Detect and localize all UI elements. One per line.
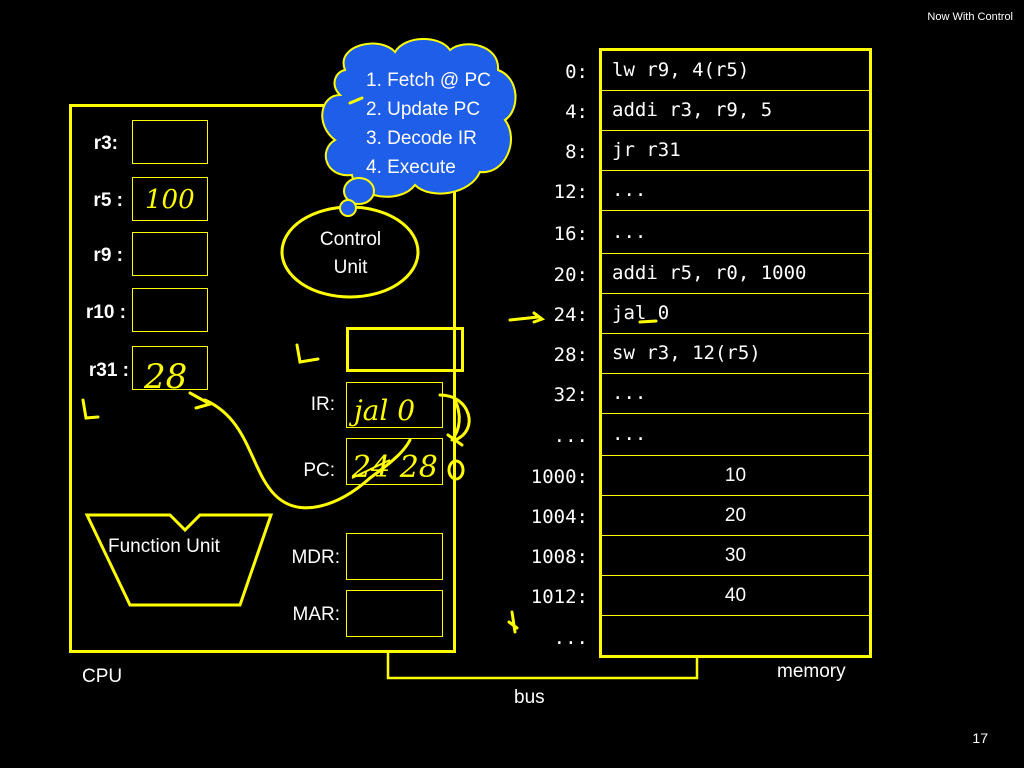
memory-label: memory: [777, 661, 846, 682]
register-box-r5: [132, 177, 208, 221]
memory-address: ...: [553, 425, 588, 447]
memory-cell: addi r5, r0, 1000: [602, 254, 869, 294]
memory-cell: 30: [602, 536, 869, 576]
control-unit-label: Control Unit: [284, 226, 417, 282]
memory-cell-content: 10: [724, 465, 747, 486]
function-unit-label: Function Unit: [108, 536, 220, 557]
cloud-step-4: 4. Execute: [366, 157, 456, 178]
memory-cell: [602, 616, 869, 658]
cloud-step-3: 3. Decode IR: [366, 128, 477, 149]
bus-label: bus: [514, 687, 545, 708]
memory-cell-content: 40: [724, 585, 747, 606]
memory-cell: addi r3, r9, 5: [602, 91, 869, 131]
memory-cell: ...: [602, 211, 869, 254]
function-unit-shape: [84, 513, 274, 607]
memory-cell-content: 20: [724, 505, 747, 526]
memory-address: 20:: [553, 264, 588, 286]
memory-address: 1004:: [530, 506, 588, 528]
memory-cell-content: addi r3, r9, 5: [612, 99, 773, 121]
memory-cell-content: ...: [612, 179, 647, 201]
register-box-r31: [132, 346, 208, 390]
memory-cell-content: ...: [612, 423, 647, 445]
memory-cell: sw r3, 12(r5): [602, 334, 869, 374]
memory-address: ...: [553, 627, 588, 649]
memory-cell: ...: [602, 171, 869, 211]
cloud-step-2: 2. Update PC: [366, 99, 481, 120]
ir-handwritten: jal 0: [348, 394, 415, 427]
memory-address: 4:: [565, 101, 588, 123]
r31-handwritten: 28: [143, 357, 187, 397]
bus-line: [386, 653, 699, 680]
memory-address: 8:: [565, 141, 588, 163]
thought-cloud-text: 1. Fetch @ PC 2. Update PC 3. Decode IR …: [366, 66, 491, 182]
memory-address: 24:: [553, 304, 588, 326]
memory-address: 32:: [553, 384, 588, 406]
pc-strike: [351, 459, 391, 479]
control-unit-line-2: Unit: [333, 257, 368, 278]
memory-cell: lw r9, 4(r5): [602, 51, 869, 91]
register-label-r31: r31 :: [88, 360, 129, 381]
handwritten-annotations: [81, 96, 658, 634]
cpu-label: CPU: [82, 666, 123, 687]
memory-cell-content: sw r3, 12(r5): [612, 342, 761, 364]
memory-address: 1008:: [530, 546, 588, 568]
thought-cloud-shape: [321, 38, 517, 217]
memory-address: 16:: [553, 222, 588, 245]
memory-cell-content: addi r5, r0, 1000: [612, 262, 807, 284]
memory-cell-content: lw r9, 4(r5): [612, 59, 750, 81]
control-unit-line-1: Control: [319, 229, 382, 250]
memory-cell: ...: [602, 414, 869, 456]
memory-cell: 40: [602, 576, 869, 616]
memory-cell: 10: [602, 456, 869, 496]
memory-cell: jal 0: [602, 294, 869, 334]
ir-register: [346, 382, 443, 428]
cloud-step-1: 1. Fetch @ PC: [366, 70, 491, 91]
memory-address: 12:: [553, 181, 588, 203]
mar-label: MAR:: [292, 604, 341, 625]
handwritten-values: 100 28 jal 0 24 28: [143, 185, 438, 485]
cpu-box: [69, 104, 456, 653]
mdr-label: MDR:: [291, 547, 340, 568]
register-box-r3: [132, 120, 208, 164]
pc-handwritten: 24 28: [351, 450, 438, 485]
memory-cell-content: jal 0: [612, 302, 670, 324]
memory-box: lw r9, 4(r5) addi r3, r9, 5 jr r31...... ad…: [599, 48, 872, 658]
register-label-r9: r9 :: [93, 245, 123, 266]
memory-cell-content: 30: [724, 545, 747, 566]
register-label-r3: r3:: [93, 133, 118, 154]
memory-cell: jr r31: [602, 131, 869, 171]
register-label-r5: r5 :: [93, 190, 123, 211]
mar-register: [346, 590, 443, 637]
memory-cell: 20: [602, 496, 869, 536]
pc-label: PC:: [303, 460, 335, 481]
ir-label: IR:: [310, 394, 335, 415]
slide-title: Now With Control: [927, 11, 1013, 23]
register-box-r10: [132, 288, 208, 332]
r5-handwritten: 100: [145, 185, 195, 215]
memory-cell-content: ...: [612, 220, 647, 243]
memory-cell-content: ...: [612, 382, 647, 404]
memory-address: 28:: [553, 344, 588, 366]
memory-address: 1000:: [530, 466, 588, 488]
mdr-register: [346, 533, 443, 580]
memory-address: 1012:: [530, 586, 588, 608]
pc-register: [346, 438, 443, 485]
control-temp-register: [346, 327, 464, 372]
register-box-r9: [132, 232, 208, 276]
register-label-r10: r10 :: [85, 302, 126, 323]
slide-number: 17: [972, 730, 988, 746]
memory-cell: ...: [602, 374, 869, 414]
memory-cell-content: jr r31: [612, 139, 681, 161]
memory-address: 0:: [565, 61, 588, 83]
